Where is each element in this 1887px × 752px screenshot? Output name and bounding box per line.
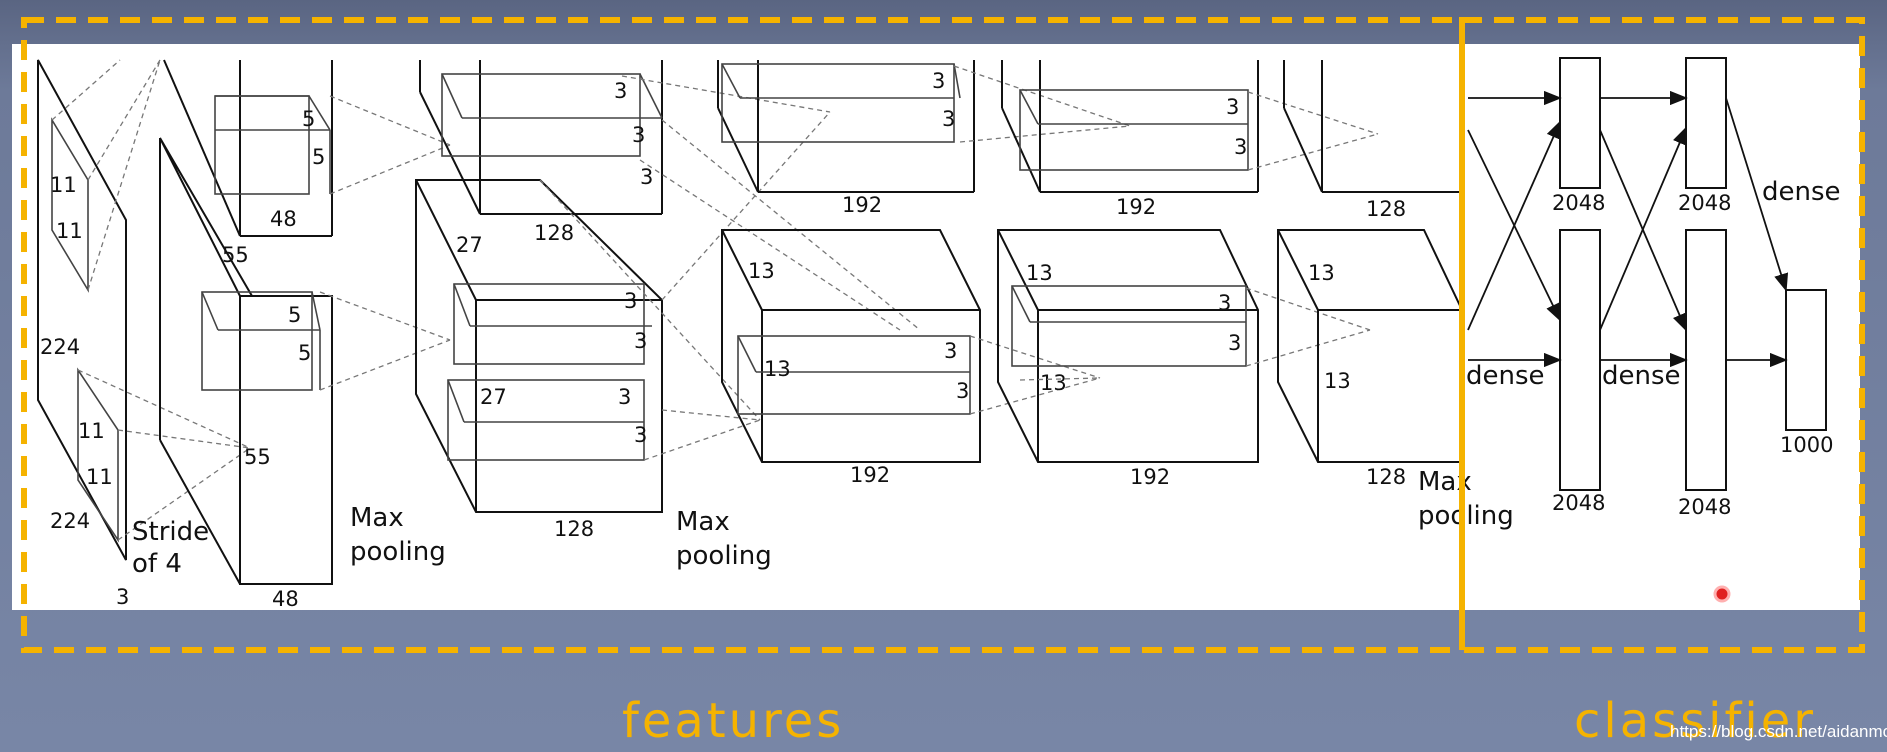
conv1-kernel-label: 5: [298, 341, 311, 365]
input-kernel-label: 11: [56, 219, 83, 243]
conv2-kernel-label: 3: [614, 79, 627, 103]
dense-layers: 2048 2048 2048 2048 1000 dense dense den…: [1466, 57, 1841, 519]
conv4-layer: 3 3 192 13 3 3 13 192: [997, 60, 1379, 489]
features-label: features: [622, 693, 844, 749]
conv5-depth-label: 128: [1366, 197, 1406, 221]
dense-size-label: 2048: [1552, 491, 1605, 515]
classifier-label: classifier: [1574, 693, 1816, 749]
conv4-size-label: 13: [1040, 371, 1067, 395]
dense-label: dense: [1602, 361, 1681, 391]
conv5-size-label: 13: [1324, 369, 1351, 393]
input-size-label: 224: [50, 509, 90, 533]
conv2-kernel-label: 3: [640, 165, 653, 189]
pool2-label: Max pooling: [676, 507, 772, 571]
conv1-kernel-label: 5: [288, 303, 301, 327]
pool2-label-line: pooling: [676, 541, 772, 571]
conv5-layer: 128 13 13 128: [1277, 60, 1463, 489]
stride-label: of 4: [132, 549, 182, 579]
conv3-kernel-label: 3: [932, 69, 945, 93]
pool1-label-line: Max: [350, 503, 404, 533]
conv3-kernel-label: 3: [944, 339, 957, 363]
conv1-layer: 5 5 48 55 5 5 55 48: [159, 59, 451, 611]
conv2-depth-label: 128: [554, 517, 594, 541]
conv4-kernel-label: 3: [1218, 291, 1231, 315]
conv4-size-label: 13: [1026, 261, 1053, 285]
conv3-depth-label: 192: [850, 463, 890, 487]
conv5-depth-label: 128: [1366, 465, 1406, 489]
dense-label: dense: [1466, 361, 1545, 391]
input-depth-label: 3: [116, 585, 129, 609]
conv1-size-label: 55: [244, 445, 271, 469]
input-layer: 11 11 224 11 11 224 3 Stride of 4: [37, 59, 251, 609]
conv4-depth-label: 192: [1130, 465, 1170, 489]
pool1-label: Max pooling: [350, 503, 446, 567]
diagram-panel: [12, 44, 1860, 610]
conv2-layer: 3 3 3 128 27 3 3 27 3 3 128: [415, 60, 921, 541]
pool3-label-line: pooling: [1418, 501, 1514, 531]
conv2-kernel-label: 3: [618, 385, 631, 409]
conv3-depth-label: 192: [842, 193, 882, 217]
conv1-depth-label: 48: [270, 207, 297, 231]
conv4-depth-label: 192: [1116, 195, 1156, 219]
input-kernel-label: 11: [50, 173, 77, 197]
dense-size-label: 2048: [1552, 191, 1605, 215]
dense-size-label: 2048: [1678, 191, 1731, 215]
conv4-kernel-label: 3: [1234, 135, 1247, 159]
conv2-size-label: 27: [480, 385, 507, 409]
pool2-label-line: Max: [676, 507, 730, 537]
pool1-label-line: pooling: [350, 537, 446, 567]
conv3-size-label: 13: [764, 357, 791, 381]
conv5-size-label: 13: [1308, 261, 1335, 285]
dense-size-label: 2048: [1678, 495, 1731, 519]
stride-label: Stride: [132, 517, 209, 547]
conv4-kernel-label: 3: [1226, 95, 1239, 119]
input-size-label: 224: [40, 335, 80, 359]
cursor-indicator: [1713, 585, 1731, 603]
conv1-depth-label: 48: [272, 587, 299, 611]
conv2-kernel-label: 3: [634, 423, 647, 447]
features-frame: [21, 17, 1465, 653]
conv2-kernel-label: 3: [634, 329, 647, 353]
conv1-size-label: 55: [222, 243, 249, 267]
conv1-kernel-label: 5: [312, 145, 325, 169]
output-size-label: 1000: [1780, 433, 1833, 457]
conv3-layer: 3 3 192 13 3 13 3 192: [717, 60, 1131, 487]
conv2-kernel-label: 3: [624, 289, 637, 313]
dense-label: dense: [1762, 177, 1841, 207]
input-kernel-label: 11: [78, 419, 105, 443]
conv2-kernel-label: 3: [632, 123, 645, 147]
conv3-size-label: 13: [748, 259, 775, 283]
conv2-size-label: 27: [456, 233, 483, 257]
watermark-text: https://blog.csdn.net/aidanmo: [1670, 722, 1887, 741]
conv3-kernel-label: 3: [956, 379, 969, 403]
conv1-kernel-label: 5: [302, 107, 315, 131]
conv4-kernel-label: 3: [1228, 331, 1241, 355]
input-kernel-label: 11: [86, 465, 113, 489]
conv2-depth-label: 128: [534, 221, 574, 245]
conv3-kernel-label: 3: [942, 107, 955, 131]
